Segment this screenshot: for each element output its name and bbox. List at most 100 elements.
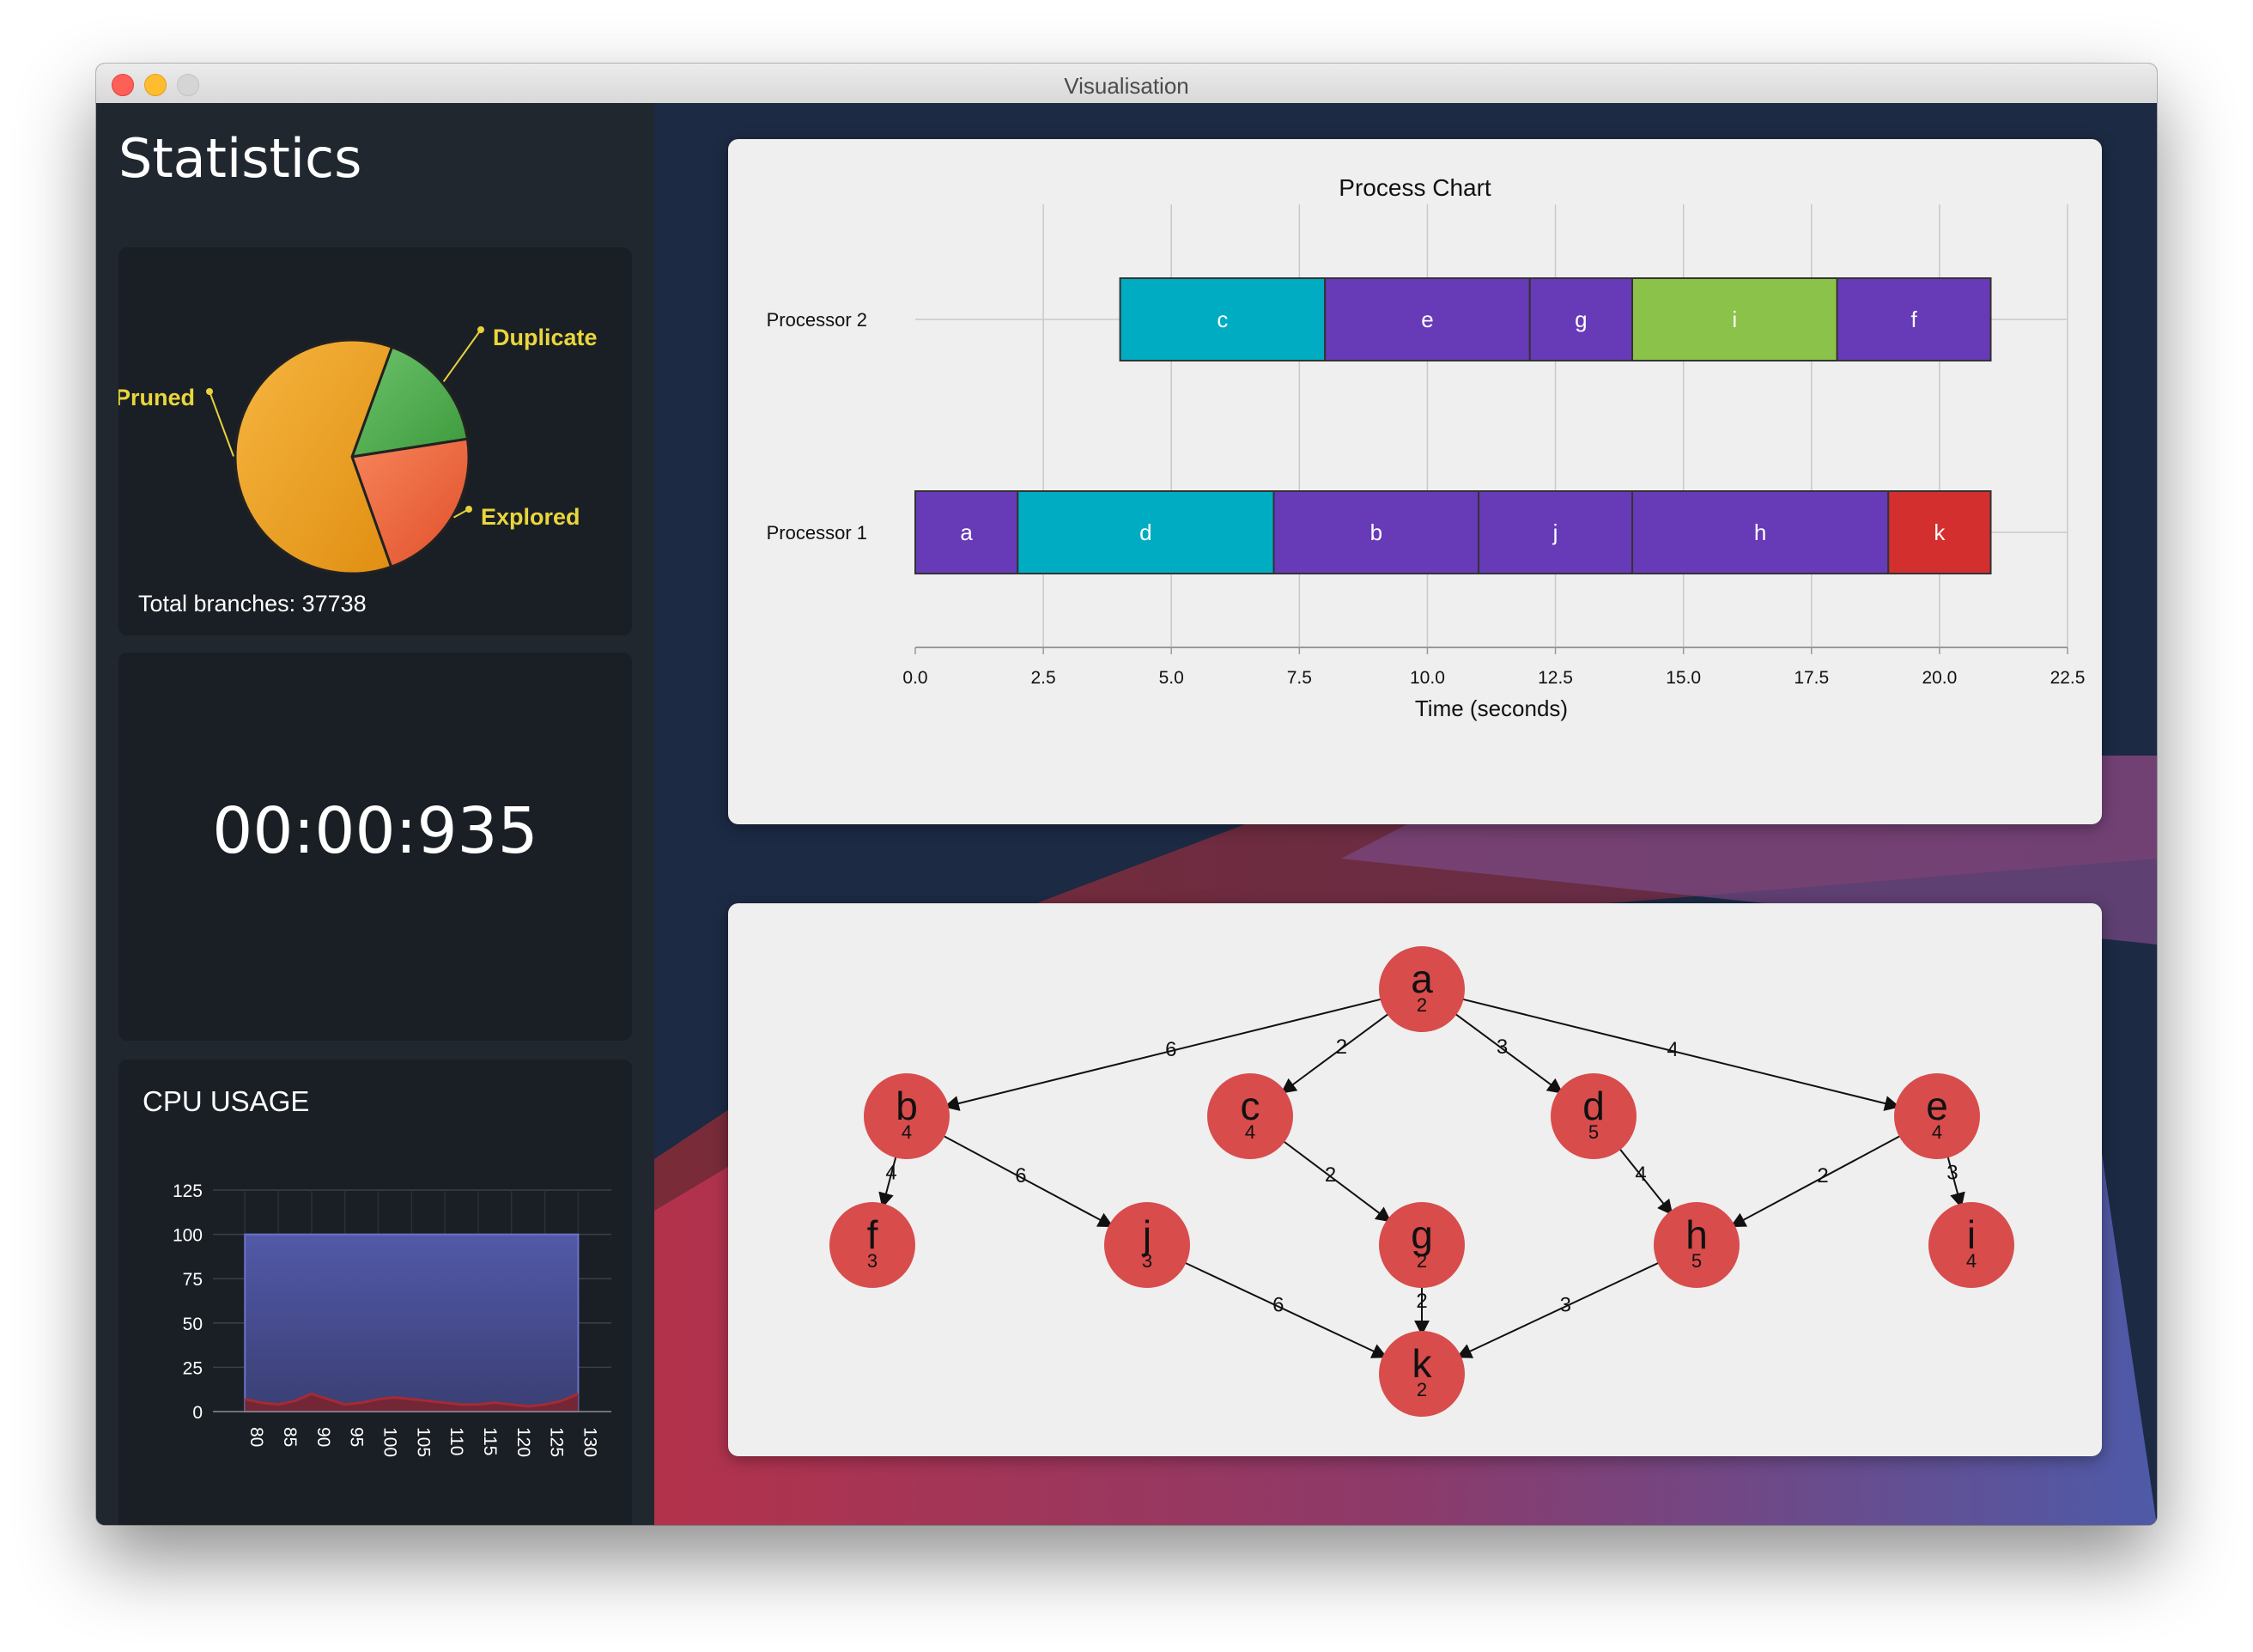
pie-label-explored: Explored [481,504,580,530]
gantt-x-tick: 2.5 [1031,668,1056,688]
graph-node-f[interactable]: f3 [829,1202,915,1288]
graph-edge-weight: 2 [1336,1036,1347,1059]
gantt-task-bar-c [1119,277,1327,361]
gantt-task-label: a [960,519,973,545]
gantt-task-label: d [1139,519,1151,545]
pie-label-duplicate: Duplicate [493,325,598,350]
graph-edge-weight: 4 [885,1161,896,1184]
graph-node-weight: 2 [1417,994,1427,1016]
graph-node-circle [829,1202,915,1288]
total-branches-label: Total branches: 37738 [138,591,367,616]
graph-edge-a-c [1280,1004,1402,1094]
graph-node-weight: 3 [1142,1250,1152,1272]
graph-node-label: g [1411,1212,1433,1257]
gantt-task-label: c [1217,307,1228,332]
gantt-task-bar-i [1631,277,1838,361]
graph-node-weight: 4 [1245,1121,1255,1143]
pie-label-pruned: Pruned [118,385,195,410]
pie-leader-duplicate [442,329,482,382]
gantt-x-tick: 0.0 [902,668,927,688]
graph-node-label: a [1411,957,1433,1001]
graph-edge-b-j [928,1127,1114,1228]
gantt-task-label: b [1370,519,1382,545]
graph-node-weight: 5 [1588,1121,1599,1143]
graph-edge-weight: 2 [1416,1290,1427,1313]
graph-node-k[interactable]: k2 [1379,1331,1465,1417]
gantt-task-label: f [1910,307,1917,332]
graph-node-b[interactable]: b4 [864,1073,950,1159]
title-bar[interactable]: Visualisation [96,64,2157,104]
graph-node-c[interactable]: c4 [1207,1073,1293,1159]
cpu-x-tick: 80 [246,1427,266,1447]
graph-edge-j-k [1169,1254,1388,1358]
gantt-title: Process Chart [1339,174,1491,201]
gantt-task-bar-k [1887,490,1992,574]
cpu-x-tick: 115 [480,1427,500,1455]
graph-node-e[interactable]: e4 [1894,1073,1980,1159]
graph-node-label: c [1241,1084,1260,1128]
pie-slice-pruned [234,338,394,574]
graph-node-weight: 2 [1417,1379,1427,1400]
graph-node-label: e [1926,1084,1948,1128]
gantt-task-bar-a [914,490,1019,574]
gantt-task-bar-d [1017,490,1275,574]
close-window-button[interactable] [112,74,134,96]
gantt-x-tick: 22.5 [2050,668,2086,688]
graph-node-a[interactable]: a2 [1379,946,1465,1032]
gantt-x-tick: 15.0 [1666,668,1701,688]
graph-node-label: b [896,1084,918,1128]
graph-edge-weight: 4 [1635,1163,1646,1186]
graph-edge-c-g [1270,1131,1392,1223]
graph-node-circle [1928,1202,2014,1288]
gantt-x-tick: 10.0 [1410,668,1445,688]
graph-edge-weight: 3 [1497,1036,1508,1059]
graph-node-label: d [1582,1084,1605,1128]
pie-leader-dot-pruned [206,388,213,395]
cpu-x-tick: 130 [580,1427,599,1457]
graph-node-weight: 4 [1932,1121,1942,1143]
cpu-x-tick: 125 [547,1427,567,1457]
minimize-window-button[interactable] [144,74,167,96]
gantt-row-label: Processor 2 [767,309,867,331]
graph-node-label: k [1412,1341,1433,1386]
cpu-usage-title: CPU USAGE [143,1085,310,1117]
graph-node-label: j [1141,1212,1151,1257]
graph-node-d[interactable]: d5 [1551,1073,1637,1159]
graph-edge-weight: 3 [1560,1294,1571,1317]
graph-edge-weight: 2 [1325,1163,1336,1187]
timer-panel: 00:00:935 [118,653,632,1041]
graph-node-weight: 3 [867,1250,878,1272]
graph-edge-a-b [943,994,1398,1111]
cpu-y-tick: 75 [183,1270,203,1290]
pie-leader-dot-duplicate [477,326,484,333]
maximize-window-button[interactable] [177,74,199,96]
cpu-x-tick: 110 [446,1427,466,1455]
graph-edge-weight: 4 [1667,1038,1679,1061]
cpu-x-tick: 85 [280,1427,300,1447]
branches-pie-panel: Duplicate Pruned Explored Total branches… [118,247,632,635]
graph-node-g[interactable]: g2 [1379,1202,1465,1288]
gantt-row-label: Processor 1 [767,522,867,544]
gantt-task-label: k [1934,519,1946,545]
window-title: Visualisation [1064,73,1189,99]
visualisation-window: Visualisation Statistics Du [96,64,2157,1525]
graph-node-label: f [867,1212,878,1257]
graph-node-circle [1207,1073,1293,1159]
branches-pie-chart: Duplicate Pruned Explored [118,325,598,574]
graph-node-weight: 4 [902,1121,912,1143]
gantt-task-label: j [1552,519,1558,545]
cpu-y-tick: 0 [192,1403,203,1423]
graph-edge-weight: 6 [1165,1038,1176,1061]
graph-node-h[interactable]: h5 [1654,1202,1740,1288]
graph-node-i[interactable]: i4 [1928,1202,2014,1288]
graph-node-label: i [1967,1212,1976,1257]
statistics-sidebar: Statistics Duplicate Pruned [96,103,654,1525]
pie-slice-explored [349,437,471,569]
graph-node-circle [1551,1073,1637,1159]
pie-leader-pruned [209,391,234,457]
graph-node-j[interactable]: j3 [1104,1202,1190,1288]
graph-node-circle [1654,1202,1740,1288]
